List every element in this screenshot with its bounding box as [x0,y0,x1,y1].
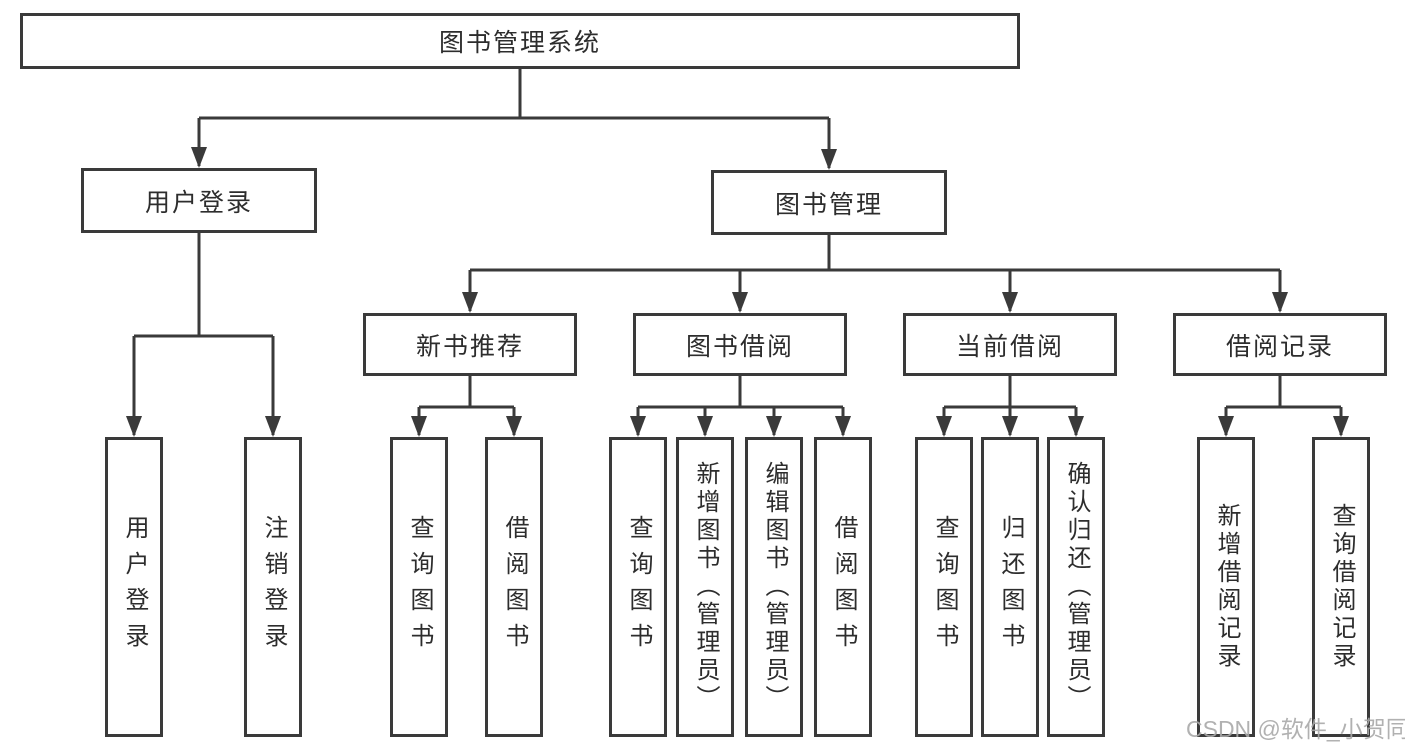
csdn-watermark: CSDN @软件_小贺同学 [1186,716,1405,742]
node-user-login-label: 用户登录 [144,188,253,217]
node-new-book-recommend-label: 新书推荐 [415,332,524,361]
leaf-confirm-return-admin: 确认归还（管理员） [1047,437,1105,737]
leaf-add-books-admin-label: 新增图书（管理员） [692,461,719,713]
leaf-return-books: 归还图书 [981,437,1039,737]
leaf-confirm-return-admin-label: 确认归还（管理员） [1063,461,1090,713]
leaf-query-books-borrowing-label: 查询图书 [625,515,652,659]
node-new-book-recommend: 新书推荐 [363,313,577,376]
leaf-query-books-current-label: 查询图书 [931,515,958,659]
leaf-user-login-label: 用户登录 [121,515,148,659]
leaf-logout: 注销登录 [244,437,302,737]
leaf-return-books-label: 归还图书 [997,515,1024,659]
leaf-edit-books-admin-label: 编辑图书（管理员） [761,461,788,713]
leaf-user-login: 用户登录 [105,437,163,737]
node-root-label: 图书管理系统 [438,29,601,57]
leaf-borrow-books: 借阅图书 [814,437,872,737]
leaf-add-borrow-record-label: 新增借阅记录 [1213,503,1240,671]
leaf-query-borrow-record-label: 查询借阅记录 [1328,503,1355,671]
leaf-query-books-borrowing: 查询图书 [609,437,667,737]
node-book-management-label: 图书管理 [774,190,883,219]
node-book-borrowing: 图书借阅 [633,313,847,376]
leaf-query-books-recommend-label: 查询图书 [406,515,433,659]
leaf-edit-books-admin: 编辑图书（管理员） [745,437,803,737]
node-book-borrowing-label: 图书借阅 [685,332,794,361]
leaf-add-books-admin: 新增图书（管理员） [676,437,734,737]
node-root-system: 图书管理系统 [20,13,1020,69]
leaf-query-books-current: 查询图书 [915,437,973,737]
node-borrowing-records: 借阅记录 [1173,313,1387,376]
node-book-management: 图书管理 [711,170,947,235]
leaf-logout-label: 注销登录 [260,515,287,659]
leaf-borrow-books-label: 借阅图书 [830,515,857,659]
leaf-query-borrow-record: 查询借阅记录 [1312,437,1370,737]
node-user-login: 用户登录 [81,168,317,233]
leaf-query-books-recommend: 查询图书 [390,437,448,737]
leaf-add-borrow-record: 新增借阅记录 [1197,437,1255,737]
node-current-borrowing: 当前借阅 [903,313,1117,376]
leaf-borrow-books-recommend: 借阅图书 [485,437,543,737]
leaf-borrow-books-recommend-label: 借阅图书 [501,515,528,659]
node-borrowing-records-label: 借阅记录 [1225,332,1334,361]
node-current-borrowing-label: 当前借阅 [955,332,1064,361]
